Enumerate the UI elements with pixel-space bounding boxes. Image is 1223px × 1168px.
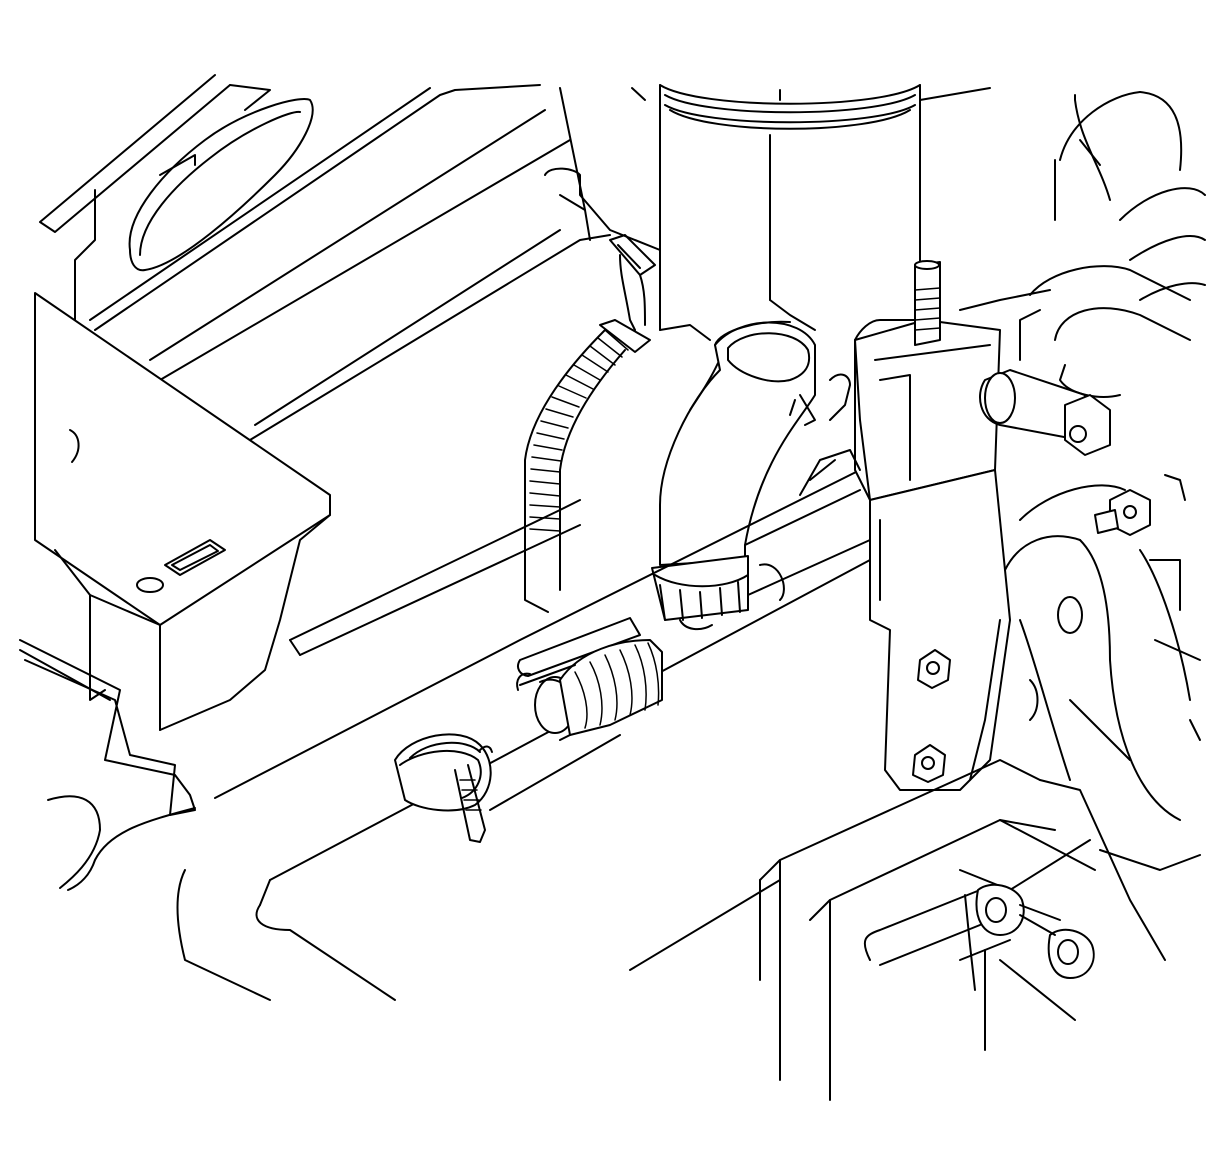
steering-rack-tube [176,469,871,1001]
lower-bushings [975,883,1095,979]
right-control-arm [1004,474,1201,821]
upper-left-body-panel [39,74,611,656]
threaded-stud [914,260,941,346]
wiring-harness [524,234,656,613]
hose-clamp [394,733,493,843]
upper-right-manifold [959,91,1206,398]
left-bracket-plate [19,292,331,891]
lower-right-frame [629,699,1201,1101]
intake-duct-column [544,84,991,341]
rack-boot [516,617,663,736]
mounting-bracket [799,319,1011,791]
right-sleeve [979,369,1111,456]
hose-elbow [651,320,816,631]
